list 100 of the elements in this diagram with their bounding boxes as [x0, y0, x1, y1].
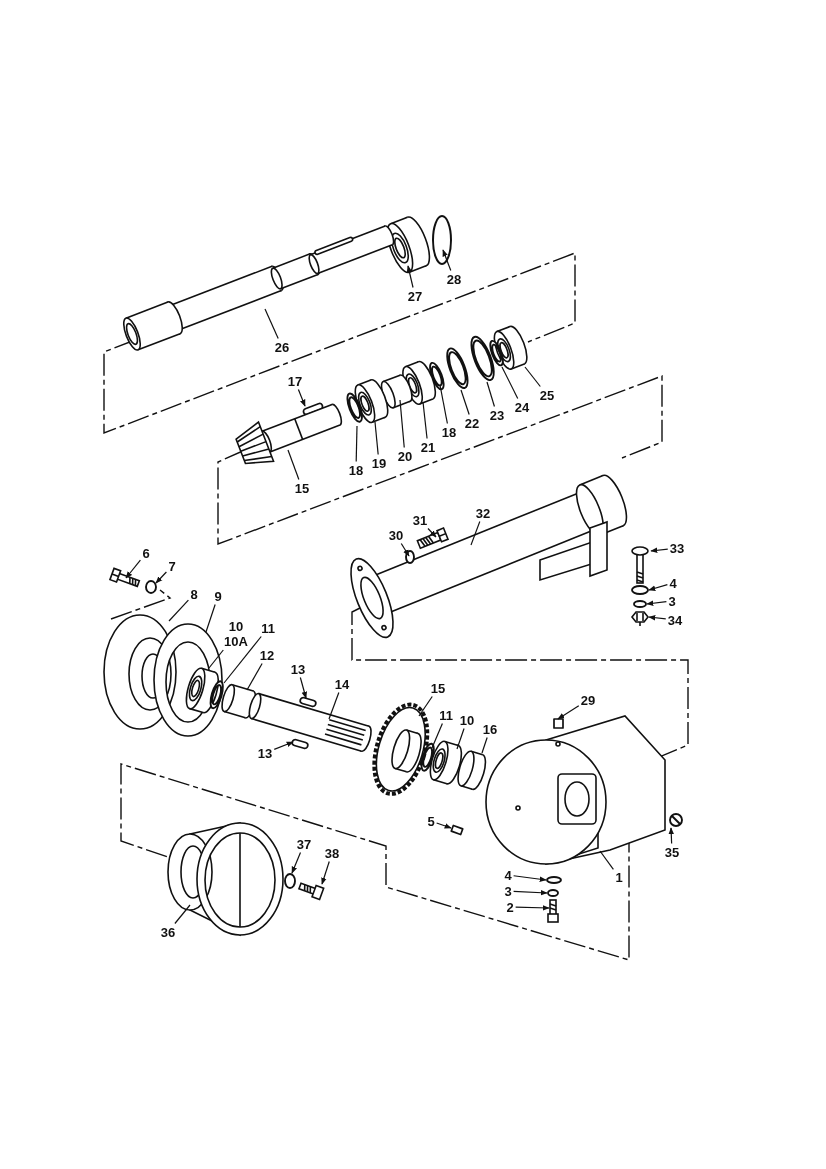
- leader-line: [431, 722, 443, 749]
- callout-number: 2: [506, 900, 514, 914]
- leader-line: [557, 705, 580, 720]
- leader-line: [400, 542, 410, 557]
- plug-drawing: [553, 718, 564, 729]
- plug-drawing: [450, 824, 464, 836]
- leader-line: [328, 691, 340, 720]
- callout-number: 13: [290, 662, 306, 676]
- snap-ring-drawing: [432, 215, 452, 265]
- leader-line: [355, 425, 358, 463]
- leader-line: [668, 827, 675, 845]
- callout-number: 9: [214, 589, 222, 603]
- callout-number: 10A: [224, 635, 248, 648]
- leader-line: [456, 727, 465, 750]
- callout-number: 33: [669, 541, 685, 555]
- callout-number: 32: [475, 506, 491, 520]
- tube-drawing: [350, 474, 628, 639]
- leader-line: [486, 381, 496, 408]
- leader-line: [264, 308, 279, 340]
- leader-line: [439, 384, 448, 425]
- callout-number: 28: [446, 272, 462, 286]
- callout-number: 4: [504, 868, 512, 882]
- leader-line: [287, 449, 300, 481]
- callout-number: 29: [580, 693, 596, 707]
- leader-line: [208, 649, 224, 669]
- leader-line: [422, 401, 428, 440]
- callout-number: 14: [334, 677, 350, 691]
- callout-number: 10: [228, 620, 244, 633]
- callout-number: 5: [427, 814, 435, 828]
- leader-line: [513, 889, 548, 896]
- leader-line: [524, 366, 541, 388]
- housing-drawing: [485, 715, 666, 865]
- callout-number: 12: [259, 648, 275, 662]
- plug-drawing: [669, 813, 683, 827]
- leader-line: [155, 571, 167, 584]
- callout-number: 35: [664, 845, 680, 859]
- leader-line: [273, 741, 294, 750]
- callout-number: 10: [459, 713, 475, 727]
- leader-line: [406, 265, 414, 289]
- callout-number: 22: [464, 416, 480, 430]
- callout-number: 25: [539, 388, 555, 402]
- callout-number: 18: [441, 425, 457, 439]
- leader-line: [168, 599, 189, 622]
- callout-number: 18: [348, 463, 364, 477]
- callout-number: 20: [397, 449, 413, 463]
- leader-line: [515, 905, 550, 911]
- washer-drawing: [284, 873, 296, 889]
- callout-number: 16: [482, 722, 498, 736]
- leader-line: [246, 662, 263, 691]
- leader-line: [460, 389, 470, 416]
- bolt-drawing: [108, 567, 141, 588]
- callout-number: 37: [296, 837, 312, 851]
- leader-line: [297, 388, 306, 407]
- leader-line: [125, 559, 141, 579]
- callout-number: 36: [160, 925, 176, 939]
- leader-line: [599, 850, 614, 870]
- leader-line: [205, 603, 216, 633]
- tubular-shaft-drawing: [122, 225, 395, 351]
- washer-drawing: [145, 580, 157, 594]
- leader-line: [436, 822, 452, 829]
- leader-line: [470, 520, 481, 546]
- leader-line: [501, 366, 519, 400]
- bolt-drawing: [547, 899, 559, 923]
- bearing-drawing: [429, 740, 463, 785]
- lock-washer-drawing: [547, 889, 559, 897]
- callout-number: 21: [420, 440, 436, 454]
- callout-number: 34: [667, 613, 683, 627]
- callout-number: 23: [489, 408, 505, 422]
- seal-drawing: [457, 750, 487, 791]
- leader-line: [291, 851, 302, 874]
- leader-line: [442, 249, 452, 272]
- leader-line: [648, 614, 667, 621]
- bolt-drawing: [416, 527, 450, 550]
- leader-line: [374, 421, 379, 456]
- ring-drawing: [346, 392, 363, 423]
- callout-number: 8: [190, 587, 198, 601]
- callout-number: 7: [168, 559, 176, 573]
- callout-number: 30: [388, 528, 404, 542]
- callout-number: 13: [257, 746, 273, 760]
- washer-drawing: [546, 876, 562, 884]
- callout-number: 31: [412, 513, 428, 527]
- callout-number: 15: [294, 481, 310, 495]
- callout-number: 27: [407, 289, 423, 303]
- bearing-drawing: [386, 216, 431, 274]
- callout-number: 11: [439, 708, 453, 722]
- callout-number: 3: [504, 884, 512, 898]
- callout-number: 15: [430, 681, 446, 695]
- leader-line: [650, 547, 669, 554]
- leader-line: [646, 600, 667, 607]
- nut-drawing: [630, 611, 650, 627]
- pinion-shaft-drawing: [235, 403, 343, 465]
- bolt-drawing: [631, 546, 649, 584]
- leader-line: [321, 860, 330, 885]
- callout-number: 11: [261, 621, 275, 635]
- callout-number: 4: [669, 576, 677, 590]
- leader-line: [299, 676, 307, 699]
- callout-number: 19: [371, 456, 387, 470]
- callout-number: 3: [668, 594, 676, 608]
- bolt-drawing: [297, 882, 325, 901]
- washer-drawing: [631, 585, 649, 595]
